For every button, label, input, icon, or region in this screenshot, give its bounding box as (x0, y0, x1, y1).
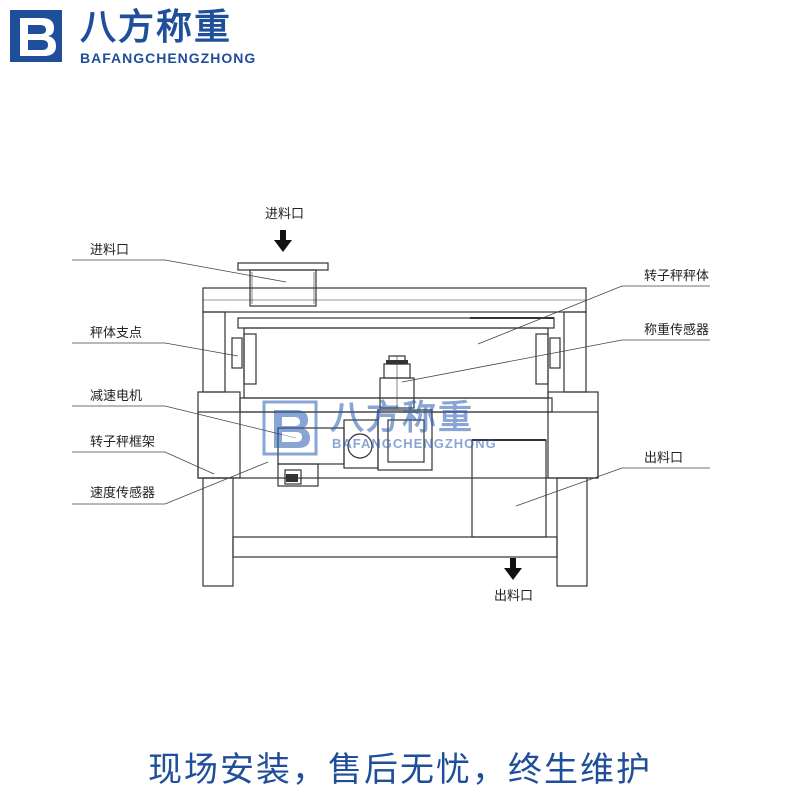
lower-frame-band (197, 411, 599, 479)
right-leg (556, 477, 588, 587)
lower-frame-left (197, 391, 241, 479)
label-feed-left: 进料口 (90, 243, 129, 258)
right-upper-post (563, 311, 587, 393)
right-support-inner (535, 333, 549, 385)
watermark-b-icon (262, 400, 318, 456)
inlet-arrow-icon (274, 230, 292, 252)
leader-feed (72, 259, 287, 283)
brand-logo: 八方称重 BAFANGCHENGZHONG (8, 8, 308, 68)
feed-inlet-flange (237, 262, 329, 271)
label-support: 秤体支点 (90, 326, 142, 341)
slogan: 现场安装，售后无忧，终生维护 (148, 750, 652, 790)
leader-speed (72, 461, 269, 505)
outlet-arrow-icon (504, 558, 522, 580)
left-support-block (231, 337, 243, 369)
label-feed-top: 进料口 (265, 207, 304, 222)
watermark-cn: 八方称重 (330, 398, 474, 438)
brand-name-en: BAFANGCHENGZHONG (80, 50, 257, 66)
logo-b-icon (10, 10, 62, 62)
label-outlet-right: 出料口 (644, 451, 683, 466)
brand-name-cn: 八方称重 (80, 7, 233, 48)
leader-outlet (515, 467, 710, 507)
leader-motor (72, 405, 297, 439)
watermark-en: BAFANGCHENGZHONG (332, 436, 497, 451)
rotor-top-plate (237, 317, 555, 329)
feed-inlet-chute (249, 269, 317, 307)
lower-frame-right (547, 391, 599, 479)
label-outlet-bottom: 出料口 (494, 589, 533, 604)
bottom-crossbeam (232, 536, 558, 558)
left-support-inner (243, 333, 257, 385)
leader-rotor-body (477, 285, 710, 345)
watermark: 八方称重 BAFANGCHENGZHONG (262, 398, 552, 468)
right-support-block (549, 337, 561, 369)
label-motor: 减速电机 (90, 389, 142, 404)
label-frame: 转子秤框架 (90, 435, 155, 450)
left-leg (202, 477, 234, 587)
leader-frame (72, 451, 215, 475)
gearbox-wheel (347, 433, 373, 459)
leader-support (72, 342, 239, 357)
label-load-cell: 称重传感器 (644, 322, 709, 338)
coupling (377, 409, 433, 471)
coupling-inner (387, 419, 425, 463)
label-speed-sensor: 速度传感器 (90, 485, 155, 501)
label-rotor-body: 转子秤秤体 (644, 269, 709, 284)
leader-load-cell (401, 339, 710, 383)
motor-terminal (284, 469, 302, 485)
motor-fan (277, 463, 319, 487)
